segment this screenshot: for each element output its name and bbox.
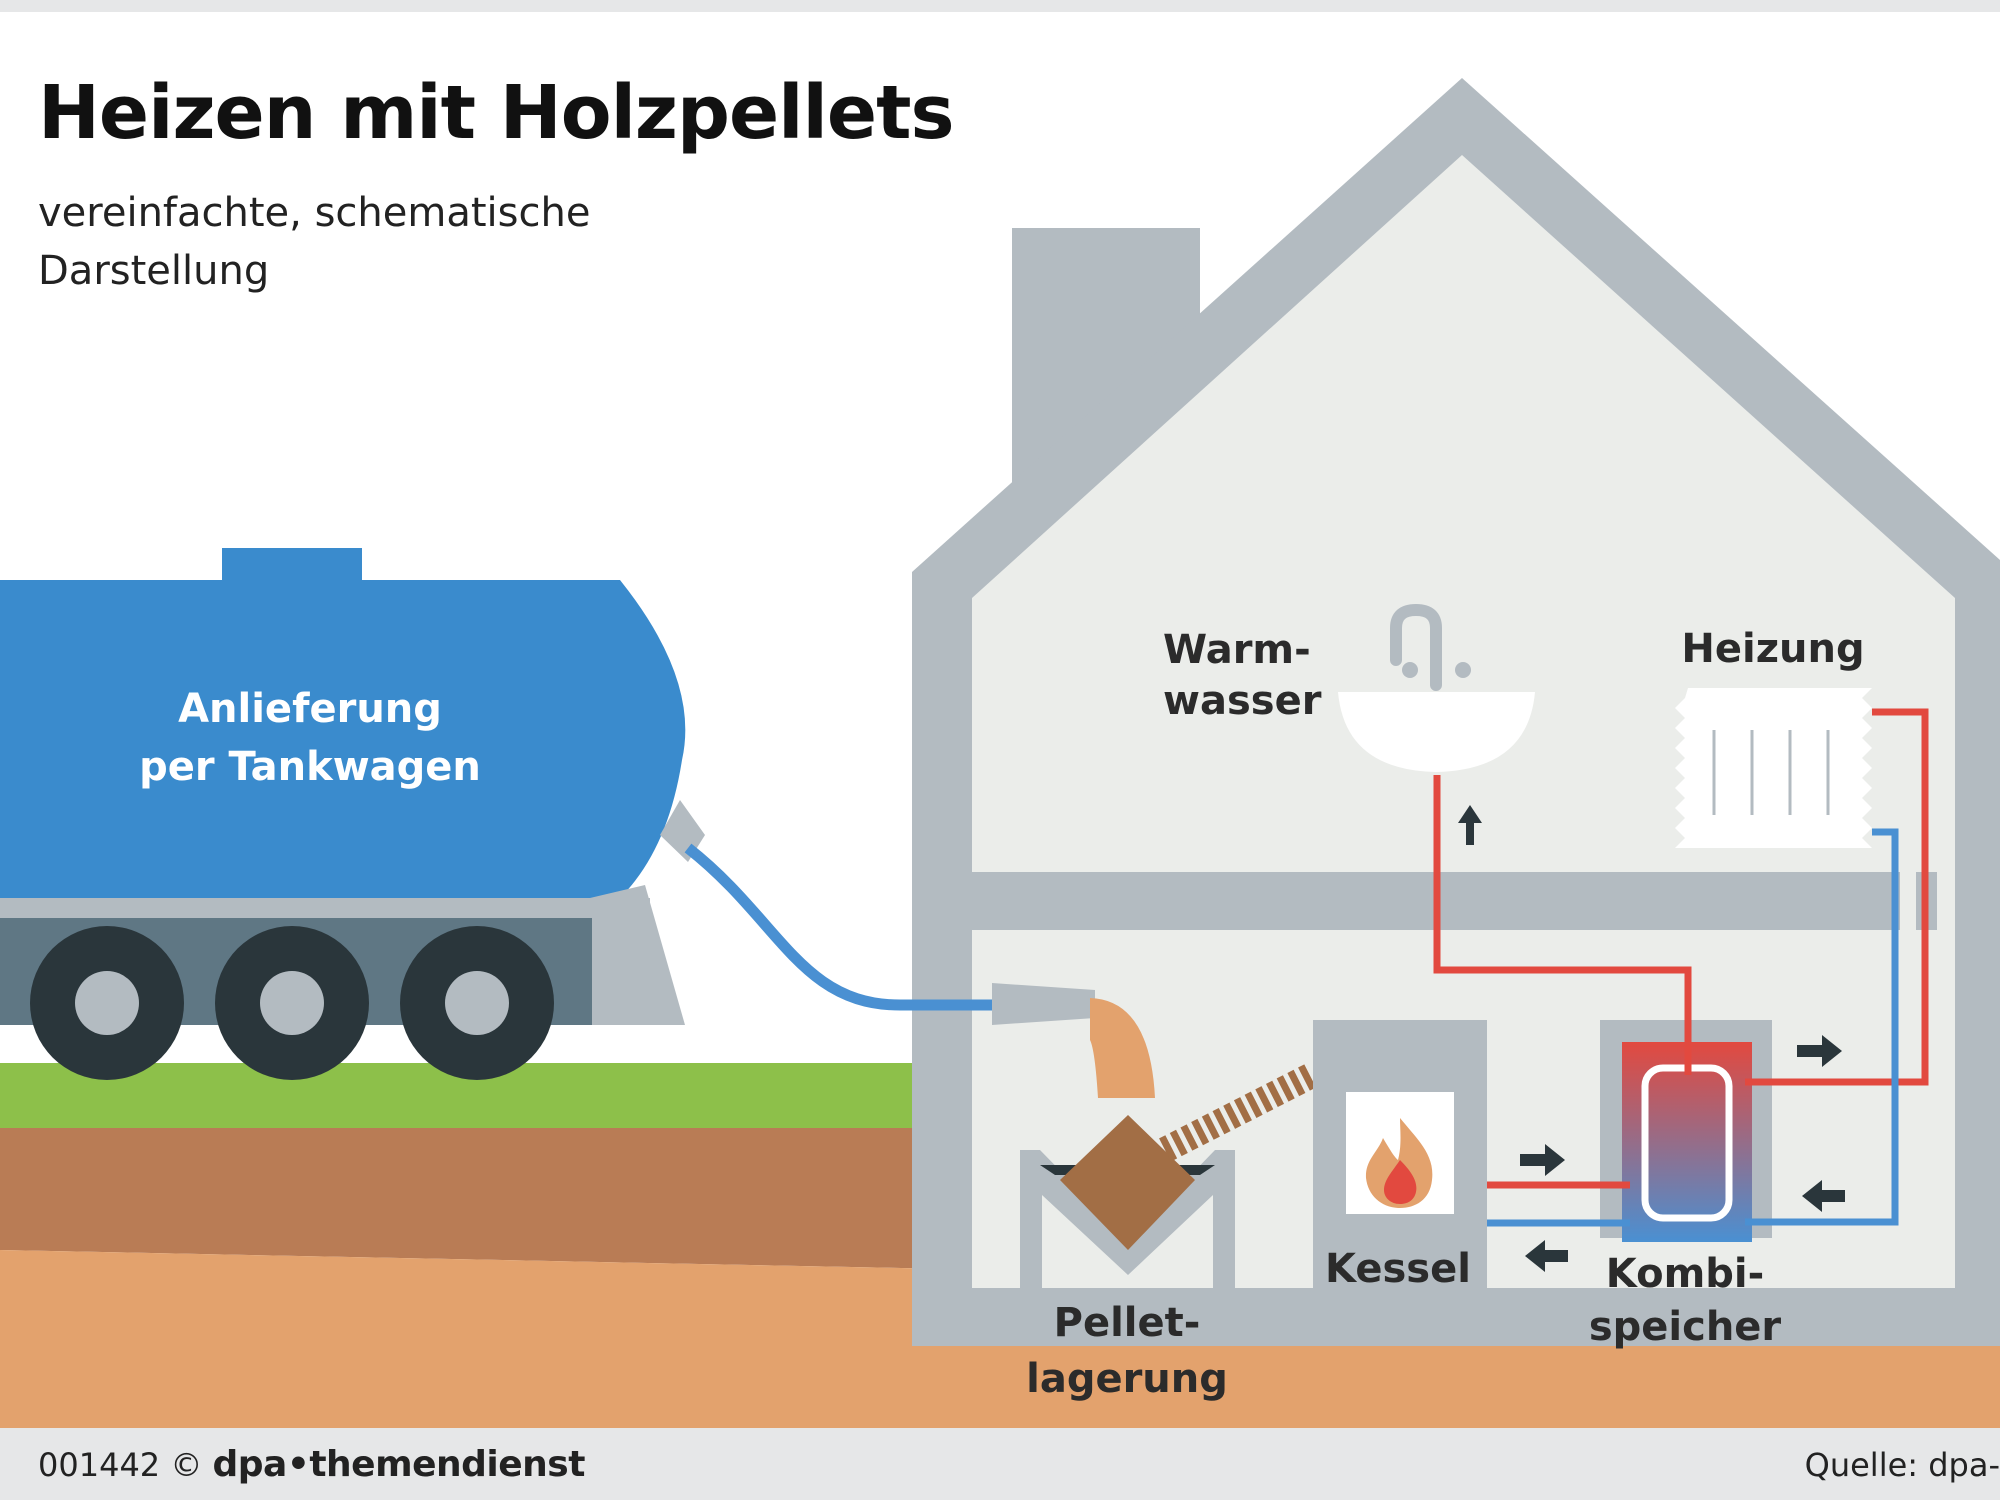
kombi-label-line-2: speicher: [1589, 1304, 1782, 1350]
pellet-inlet: [1090, 998, 1155, 1098]
arrow-icon: [1802, 1180, 1845, 1212]
pipe-cold-heating: [1745, 828, 1899, 1226]
subtitle-line-1: vereinfachte, schematische: [38, 190, 591, 236]
graphic-code: 001442 ©: [38, 1446, 203, 1484]
arrow-icon: [1525, 1240, 1568, 1272]
sink-icon: [1338, 692, 1535, 772]
brand-logo: dpa•themendienst: [212, 1444, 586, 1485]
tanker-hatch: [222, 548, 362, 584]
arrow-icon: [1458, 805, 1482, 845]
floor-slot: [1937, 872, 1955, 930]
footer-source: Quelle: dpa-: [1804, 1446, 2000, 1484]
pipe-hot-water: [1433, 775, 1692, 1075]
pipe-hot-heating: [1745, 708, 1929, 1086]
kombi-label-line-1: Kombi-: [1606, 1251, 1764, 1297]
warmwasser-label-line-1: Warm-: [1163, 627, 1311, 673]
truck-label-line-2: per Tankwagen: [139, 744, 481, 790]
pellet-hopper: [1020, 1150, 1235, 1288]
page-subtitle: vereinfachte, schematische Darstellung: [38, 184, 590, 300]
page-title: Heizen mit Holzpellets: [38, 70, 955, 156]
truck-hubcap: [260, 971, 324, 1035]
truck-label-line-1: Anlieferung: [178, 686, 442, 732]
heating-label: Heizung: [1681, 626, 1864, 672]
tanker-tank: [0, 580, 686, 898]
truck-hubcap: [445, 971, 509, 1035]
truck-fender: [590, 885, 685, 1025]
boiler-label: Kessel: [1325, 1246, 1471, 1292]
arrow-icon: [1520, 1144, 1565, 1176]
pellet-label-line-1: Pellet-: [1054, 1300, 1201, 1346]
footer-credit: 001442 © dpa•themendienst: [38, 1444, 585, 1485]
filling-hose: [684, 843, 995, 1011]
arrow-icon: [1797, 1035, 1842, 1067]
warmwasser-label-line-2: wasser: [1163, 678, 1322, 724]
footer-bar: [0, 1428, 2000, 1500]
truck-hubcap: [75, 971, 139, 1035]
top-bar: [0, 0, 2000, 12]
heating-diagram: Anlieferung per Tankwagen Kessel: [0, 78, 2000, 1428]
filling-nozzle: [992, 983, 1095, 1025]
flame-icon: [1365, 1118, 1433, 1208]
pellet-auger: [1159, 1063, 1318, 1162]
radiator-icon: [1675, 688, 1872, 848]
pellet-pile: [1060, 1115, 1195, 1250]
subtitle-line-2: Darstellung: [38, 248, 270, 294]
tap-icon: [1390, 603, 1471, 691]
truck-rail: [0, 898, 650, 918]
pellet-label-line-2: lagerung: [1026, 1356, 1228, 1402]
floor-slot: [1900, 872, 1916, 930]
